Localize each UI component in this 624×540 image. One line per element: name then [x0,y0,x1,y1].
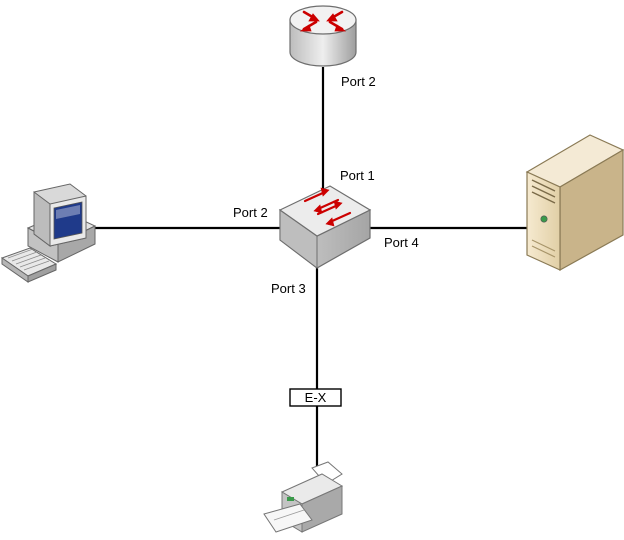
switch-icon[interactable] [278,185,372,270]
switch-port-left-label: Port 2 [233,205,268,220]
connections [95,67,527,470]
switch-arrows-icon [303,187,352,227]
inline-tag[interactable]: E-X [289,388,342,407]
switch-port-bottom-label: Port 3 [271,281,306,296]
workstation-icon[interactable] [0,183,97,283]
switch-port-top-label: Port 1 [340,168,375,183]
server-bay [531,179,556,204]
server-power-icon [540,215,548,223]
switch-port-right-label: Port 4 [384,235,419,250]
router-icon[interactable] [289,5,357,67]
server-icon[interactable] [525,134,624,272]
printer-icon[interactable] [263,461,344,533]
router-port-label: Port 2 [341,74,376,89]
keyboard-icon [0,247,58,283]
router-arrows-icon [299,10,347,32]
screen [53,201,83,240]
printer-led-icon [287,497,294,501]
inline-tag-label: E-X [305,390,327,405]
